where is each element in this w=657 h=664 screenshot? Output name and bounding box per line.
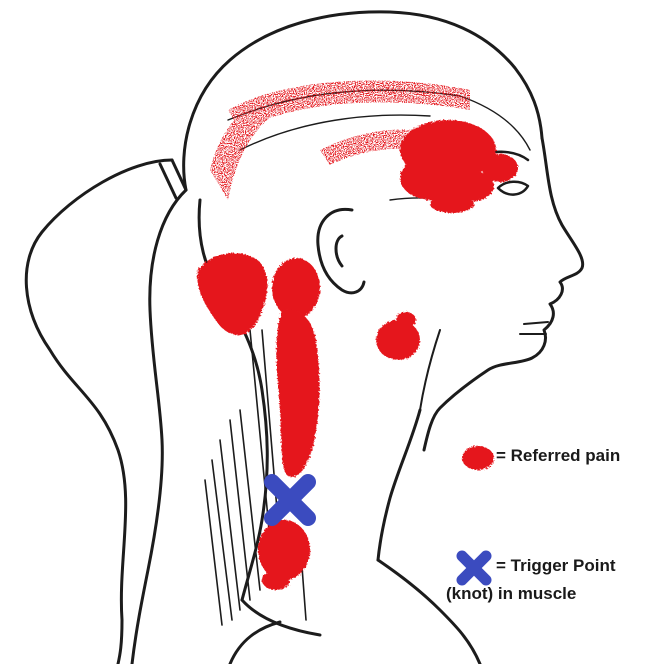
ponytail-outline xyxy=(26,160,172,664)
jaw-line xyxy=(420,330,440,410)
occipital-pain xyxy=(197,253,267,335)
collar xyxy=(230,622,280,664)
ear-inner xyxy=(336,236,342,266)
shoulder-back xyxy=(242,600,320,635)
front-of-neck xyxy=(378,410,420,560)
ear-outline xyxy=(318,209,364,292)
eye xyxy=(498,182,528,195)
temple-pain xyxy=(400,120,518,213)
legend-trigger-point-label: = Trigger Point xyxy=(496,556,616,576)
legend-referred-pain-icon xyxy=(462,446,494,470)
legend-referred-pain-label: = Referred pain xyxy=(496,446,620,466)
neck-pain-column xyxy=(276,309,319,477)
trigger-point-x-icon xyxy=(272,482,308,518)
ponytail-inner xyxy=(132,190,186,664)
legend-trigger-point-label-2: (knot) in muscle xyxy=(446,584,576,604)
mastoid-pain xyxy=(272,258,320,318)
jaw-pain xyxy=(376,312,420,360)
legend-trigger-point-icon xyxy=(462,556,486,580)
